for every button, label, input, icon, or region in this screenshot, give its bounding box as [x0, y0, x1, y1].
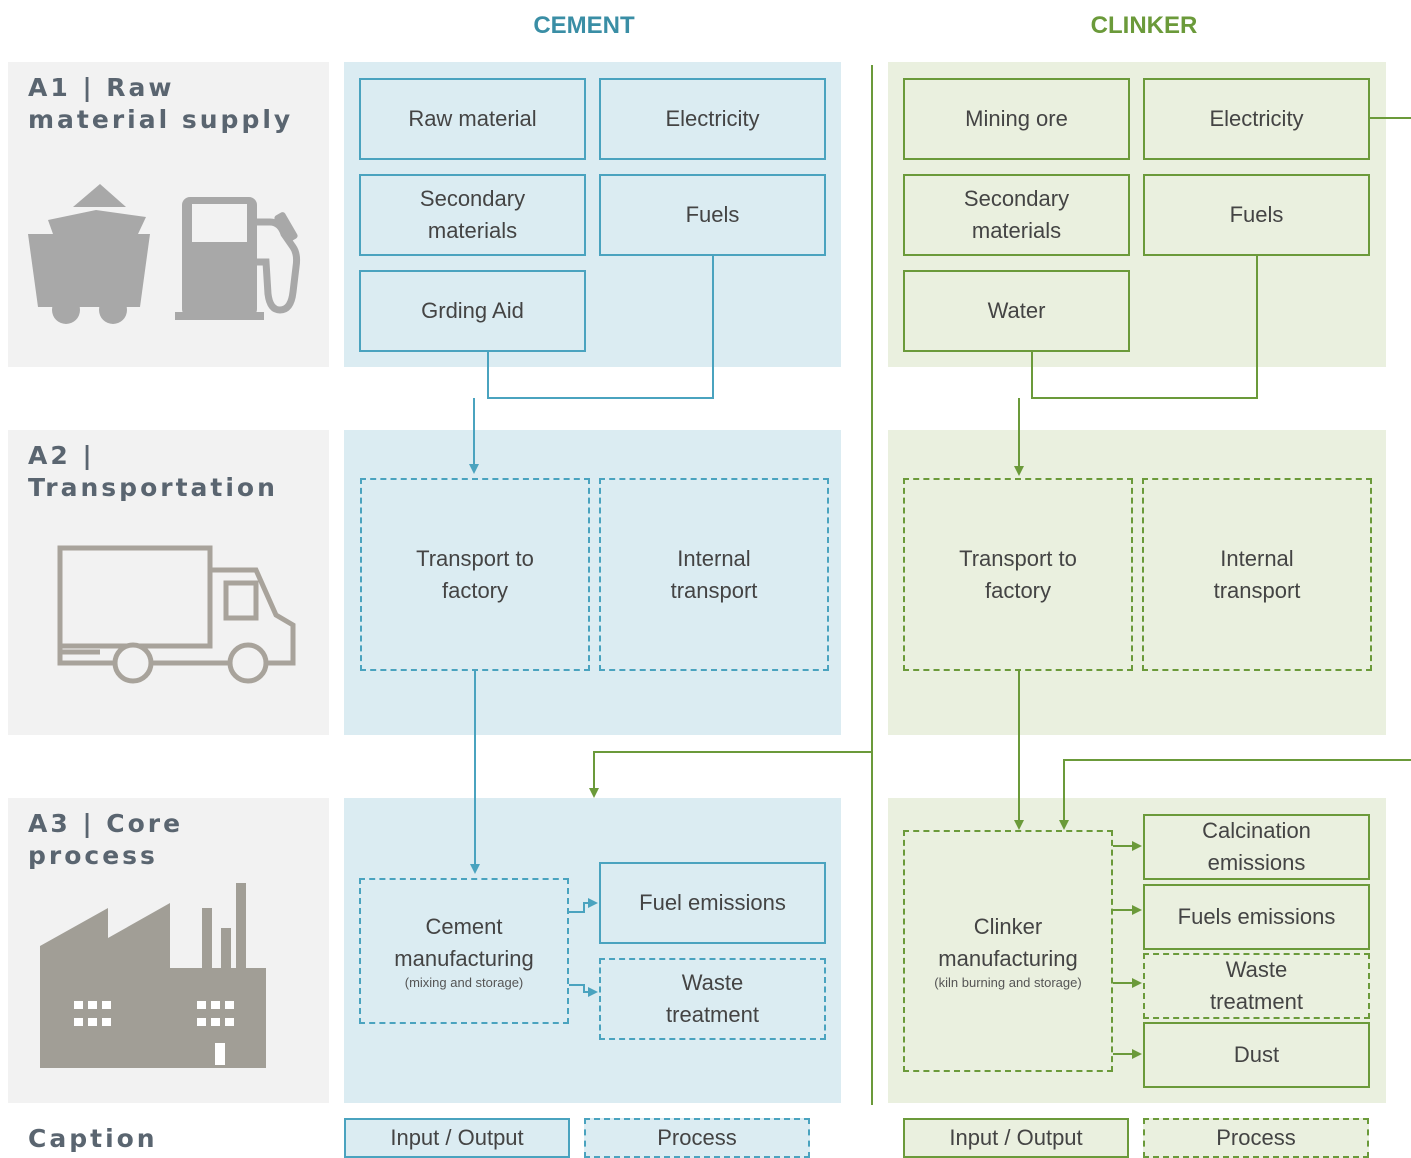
cement-transport-to-factory-label: Transport to factory: [416, 545, 534, 603]
cement-secondary-materials-label: Secondary materials: [419, 186, 526, 243]
clinker-column-title: CLINKER: [1090, 12, 1198, 39]
factory-icon: [40, 883, 266, 1068]
cement-column-title: CEMENT: [533, 12, 635, 39]
stage-a3-panel: A3 | Core process: [8, 798, 329, 1103]
clinker-electricity-box: Electricity: [1143, 78, 1370, 160]
cement-fuel-emissions-box: Fuel emissions: [599, 862, 826, 944]
clinker-mining-ore-box: Mining ore: [903, 78, 1130, 160]
clinker-waste-treatment-label: Waste treatment: [1210, 957, 1303, 1014]
legend-cement-input-output-label: Input / Output: [390, 1125, 524, 1150]
clinker-fuels-emissions-label: Fuels emissions: [1177, 904, 1336, 929]
cement-internal-transport-label: Internal transport: [670, 545, 758, 603]
legend-clinker-input-output-label: Input / Output: [949, 1125, 1083, 1150]
cement-raw-material-box: Raw material: [359, 78, 586, 160]
legend-clinker-input-output: Input / Output: [903, 1118, 1129, 1158]
clinker-to-cement-arrow: [589, 751, 872, 798]
clinker-fuels-box: Fuels: [1143, 174, 1370, 256]
cement-fuel-emissions-label: Fuel emissions: [639, 890, 786, 915]
clinker-manufacturing-note: (kiln burning and storage): [934, 975, 1082, 990]
cement-fuels-label: Fuels: [685, 202, 740, 227]
cement-electricity-box: Electricity: [599, 78, 826, 160]
a1-icons: [28, 184, 301, 324]
cement-electricity-label: Electricity: [665, 106, 760, 131]
clinker-manufacturing-label: Clinker manufacturing: [938, 914, 1078, 971]
clinker-waste-treatment-box: Waste treatment: [1143, 953, 1370, 1019]
clinker-fuels-emissions-box: Fuels emissions: [1143, 884, 1370, 950]
clinker-mining-ore-label: Mining ore: [965, 106, 1068, 131]
legend-cement-process: Process: [584, 1118, 810, 1158]
mine-cart-icon: [28, 184, 150, 324]
cement-grinding-aid-box: Grding Aid: [359, 270, 586, 352]
clinker-calcination-emissions-box: Calcination emissions: [1143, 814, 1370, 880]
cement-manufacturing-box: Cement manufacturing (mixing and storage…: [359, 878, 569, 1024]
clinker-dust-label: Dust: [1233, 1042, 1280, 1067]
clinker-secondary-materials-label: Secondary materials: [963, 186, 1070, 243]
cement-waste-treatment-box: Waste treatment: [599, 958, 826, 1040]
clinker-secondary-materials-box: Secondary materials: [903, 174, 1130, 256]
clinker-electricity-label: Electricity: [1209, 106, 1304, 131]
cement-secondary-materials-box: Secondary materials: [359, 174, 586, 256]
cement-a1-merge-line: [487, 255, 714, 399]
clinker-water-label: Water: [987, 298, 1046, 323]
cement-manufacturing-note: (mixing and storage): [404, 975, 524, 990]
legend-clinker-process-label: Process: [1216, 1125, 1296, 1150]
cement-raw-material-label: Raw material: [408, 106, 537, 131]
clinker-manufacturing-box: Clinker manufacturing (kiln burning and …: [903, 830, 1113, 1072]
legend-cement-input-output: Input / Output: [344, 1118, 570, 1158]
stage-a1-panel: A1 | Raw material supply: [8, 62, 329, 367]
fuel-pump-icon: [175, 197, 301, 320]
clinker-internal-transport-label: Internal transport: [1213, 545, 1301, 603]
legend-clinker-process: Process: [1143, 1118, 1369, 1158]
clinker-dust-box: Dust: [1143, 1022, 1370, 1088]
clinker-calcination-emissions-label: Calcination emissions: [1202, 818, 1311, 875]
cement-waste-treatment-label: Waste treatment: [666, 970, 759, 1027]
stage-a2-label: A2 | Transportation: [28, 441, 278, 502]
stage-a1-label: A1 | Raw material supply: [28, 73, 294, 134]
clinker-internal-transport-box: Internal transport: [1142, 478, 1372, 671]
cement-grinding-aid-label: Grding Aid: [421, 298, 524, 323]
cement-internal-transport-box: Internal transport: [599, 478, 829, 671]
cement-fuels-box: Fuels: [599, 174, 826, 256]
truck-icon: [57, 545, 296, 684]
clinker-water-box: Water: [903, 270, 1130, 352]
clinker-transport-to-factory-box: Transport to factory: [903, 478, 1133, 671]
clinker-fuels-label: Fuels: [1229, 202, 1284, 227]
stage-a3-label: A3 | Core process: [28, 809, 184, 870]
cement-transport-to-factory-box: Transport to factory: [360, 478, 590, 671]
cement-manufacturing-label: Cement manufacturing: [394, 914, 534, 971]
caption-label: Caption: [28, 1124, 158, 1153]
stage-a2-panel: A2 | Transportation: [8, 430, 329, 735]
legend-cement-process-label: Process: [657, 1125, 737, 1150]
clinker-transport-to-factory-label: Transport to factory: [959, 545, 1077, 603]
